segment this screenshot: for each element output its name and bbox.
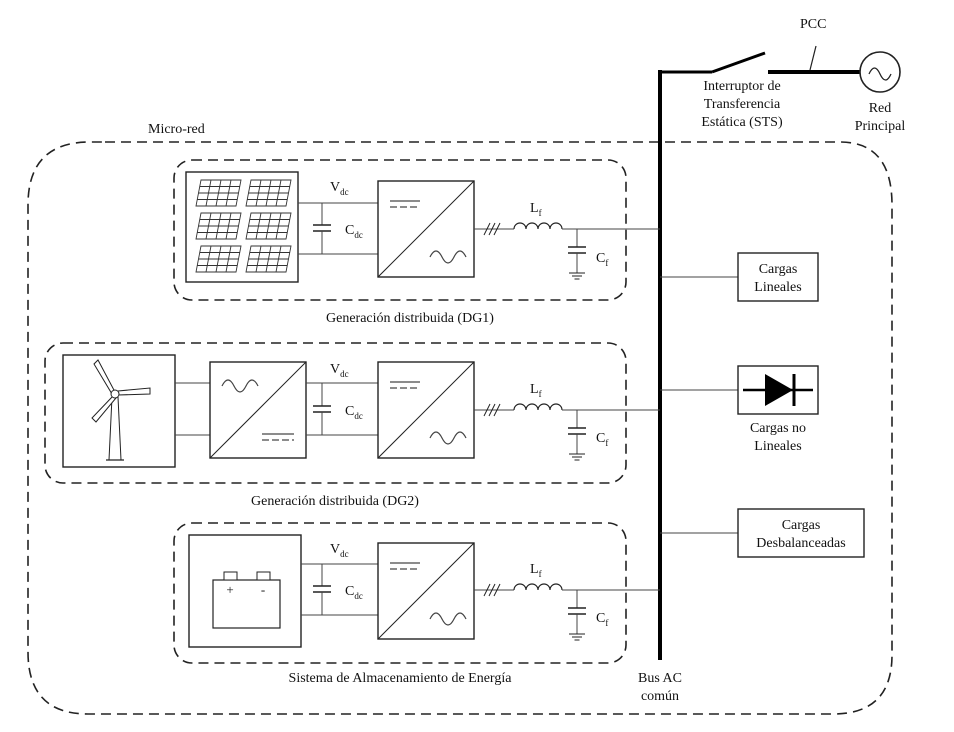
pcc-pointer: [809, 45, 817, 71]
load-linear-box: [737, 252, 819, 302]
microgrid-label: Micro-red: [148, 122, 205, 137]
inductor: [513, 583, 563, 591]
cf-label: Cf: [596, 611, 608, 628]
load-linear-label-2: Lineales: [754, 280, 801, 295]
cdc-label: Cdc: [345, 223, 363, 240]
inverter-box: [377, 361, 475, 459]
dg2-label: Generación distribuida (DG2): [251, 494, 419, 509]
storage-label: Sistema de Almacenamiento de Energía: [289, 671, 513, 686]
dg1-label: Generación distribuida (DG1): [326, 311, 494, 326]
vdc-label: Vdc: [330, 362, 349, 379]
cf-label: Cf: [596, 431, 608, 448]
inductor: [513, 403, 563, 411]
vdc-label: Vdc: [330, 180, 349, 197]
battery-minus: -: [261, 582, 265, 597]
pcc-label: PCC: [800, 17, 826, 32]
load-nonlinear-label-1: Cargas no: [750, 421, 806, 436]
inverter-box: [377, 542, 475, 640]
filter-capacitor: [567, 228, 587, 280]
grid-source-icon: [859, 51, 901, 93]
grid-label-1: Red: [869, 101, 892, 116]
grid-label-2: Principal: [855, 119, 906, 134]
sts-label-2: Transferencia: [704, 97, 781, 112]
cdc-label: Cdc: [345, 584, 363, 601]
filter-capacitor: [567, 409, 587, 461]
load-nonlinear-label-2: Lineales: [754, 439, 801, 454]
microgrid-boundary: [27, 141, 893, 715]
inverter-box: [377, 180, 475, 278]
cf-label: Cf: [596, 251, 608, 268]
dc-capacitor: [312, 209, 332, 247]
lf-label: Lf: [530, 562, 542, 579]
dg1-block: Vdc Cdc Lf Cf: [173, 159, 660, 301]
load-unbalanced-label-1: Cargas: [782, 518, 821, 533]
sts-label-1: Interruptor de: [703, 79, 780, 94]
filter-capacitor: [567, 589, 587, 641]
sts-label-3: Estática (STS): [701, 115, 783, 130]
bus-label-1: Bus AC: [638, 671, 682, 686]
vdc-label: Vdc: [330, 542, 349, 559]
battery-plus: +: [226, 582, 233, 597]
diode-icon: [743, 374, 813, 406]
load-linear-label-1: Cargas: [759, 262, 798, 277]
sts-switch: [711, 51, 766, 74]
load-unbalanced-box: [737, 508, 865, 558]
battery-icon: + -: [212, 571, 281, 629]
rectifier-box: [209, 361, 307, 459]
storage-block: + - Vdc Cdc Lf Cf: [173, 522, 660, 664]
sine-icon: [868, 67, 892, 81]
wind-turbine-icon: [91, 359, 151, 461]
lf-label: Lf: [530, 201, 542, 218]
cdc-label: Cdc: [345, 404, 363, 421]
lf-label: Lf: [530, 382, 542, 399]
inductor: [513, 222, 563, 230]
load-unbalanced-label-2: Desbalanceadas: [756, 536, 845, 551]
dg2-block: Vdc Cdc Lf Cf: [44, 342, 660, 484]
dc-capacitor: [312, 390, 332, 428]
dc-capacitor: [312, 570, 332, 608]
bus-label-2: común: [641, 689, 679, 704]
